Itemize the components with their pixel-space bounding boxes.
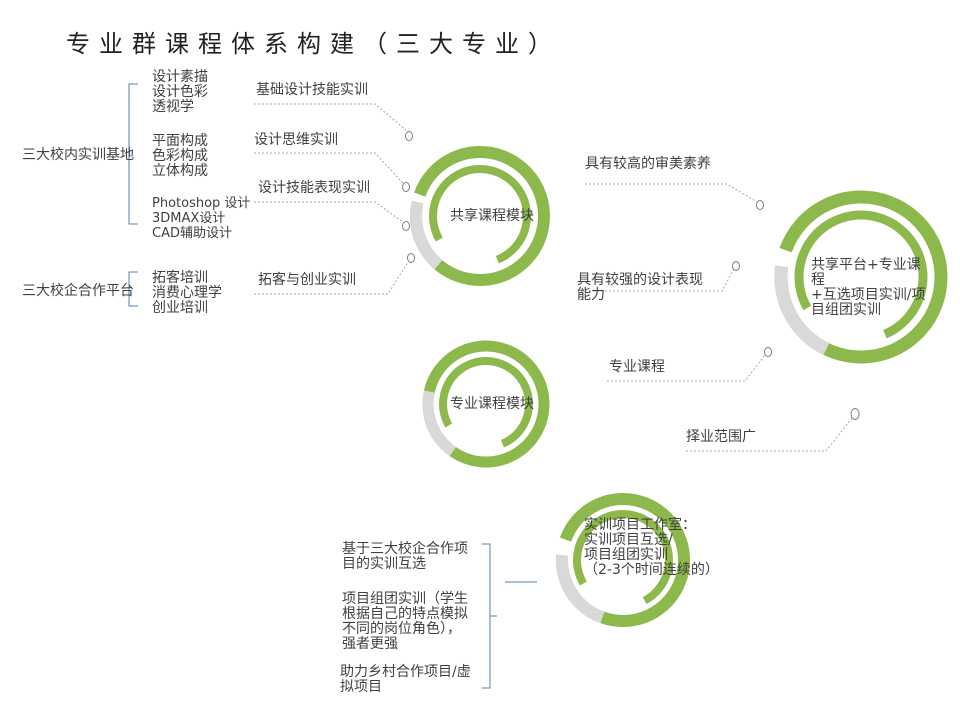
- course-item: 拓客培训: [152, 270, 208, 286]
- ring-platform: [774, 190, 948, 364]
- outcome-label: 择业范围广: [686, 429, 756, 445]
- knob: [756, 200, 764, 210]
- bracket-projects: [482, 543, 497, 689]
- course-item: 立体构成: [152, 163, 208, 179]
- course-item: 设计色彩: [152, 84, 208, 100]
- course-item: 色彩构成: [152, 148, 208, 164]
- ring-major: [422, 340, 550, 468]
- page-title: 专业群课程体系构建（三大专业）: [66, 30, 561, 58]
- training-label: 设计思维实训: [254, 132, 338, 148]
- course-item: CAD辅助设计: [152, 226, 232, 241]
- course-item: 创业培训: [152, 300, 208, 316]
- ring-label-studio: 实训项目工作室： 实训项目互选/ 项目组团实训 （2-3个时间连续的）: [584, 517, 719, 578]
- course-item: Photoshop 设计: [152, 196, 251, 211]
- training-connectors: [254, 103, 853, 452]
- project-item: 助力乡村合作项目/虚拟项目: [340, 664, 471, 695]
- group-label-campus: 三大校内实训基地: [22, 147, 134, 163]
- course-item: 设计素描: [152, 69, 208, 85]
- course-item: 3DMAX设计: [152, 211, 226, 226]
- project-item: 基于三大校企合作项目的实训互选: [342, 541, 468, 572]
- bracket-enterprise: [128, 271, 138, 307]
- group-label-enterprise: 三大校企合作平台: [22, 283, 134, 299]
- ring-label-platform: 共享平台+专业课程 +互选项目实训/项目组团实训: [811, 257, 926, 318]
- knob: [732, 261, 740, 271]
- course-item: 透视学: [152, 99, 194, 115]
- knob: [402, 221, 410, 231]
- course-item: 消费心理学: [152, 285, 222, 301]
- knob: [850, 408, 860, 420]
- training-label: 设计技能表现实训: [258, 180, 370, 196]
- outcome-label: 专业课程: [609, 359, 665, 375]
- training-label: 基础设计技能实训: [256, 82, 368, 98]
- bracket-campus: [128, 83, 138, 225]
- knob: [402, 182, 410, 192]
- training-label: 拓客与创业实训: [258, 272, 356, 288]
- knob: [405, 131, 413, 141]
- project-item: 项目组团实训（学生根据自己的特点模拟不同的岗位角色），强者更强: [342, 591, 468, 652]
- knob: [407, 253, 415, 263]
- connector-knobs: [402, 131, 860, 420]
- ring-label-shared: 共享课程模块: [450, 208, 534, 224]
- course-item: 平面构成: [152, 133, 208, 149]
- ring-label-major: 专业课程模块: [450, 396, 534, 412]
- outcome-label: 具有较强的设计表现能力: [577, 272, 703, 303]
- knob: [764, 347, 772, 357]
- outcome-label: 具有较高的审美素养: [585, 156, 711, 172]
